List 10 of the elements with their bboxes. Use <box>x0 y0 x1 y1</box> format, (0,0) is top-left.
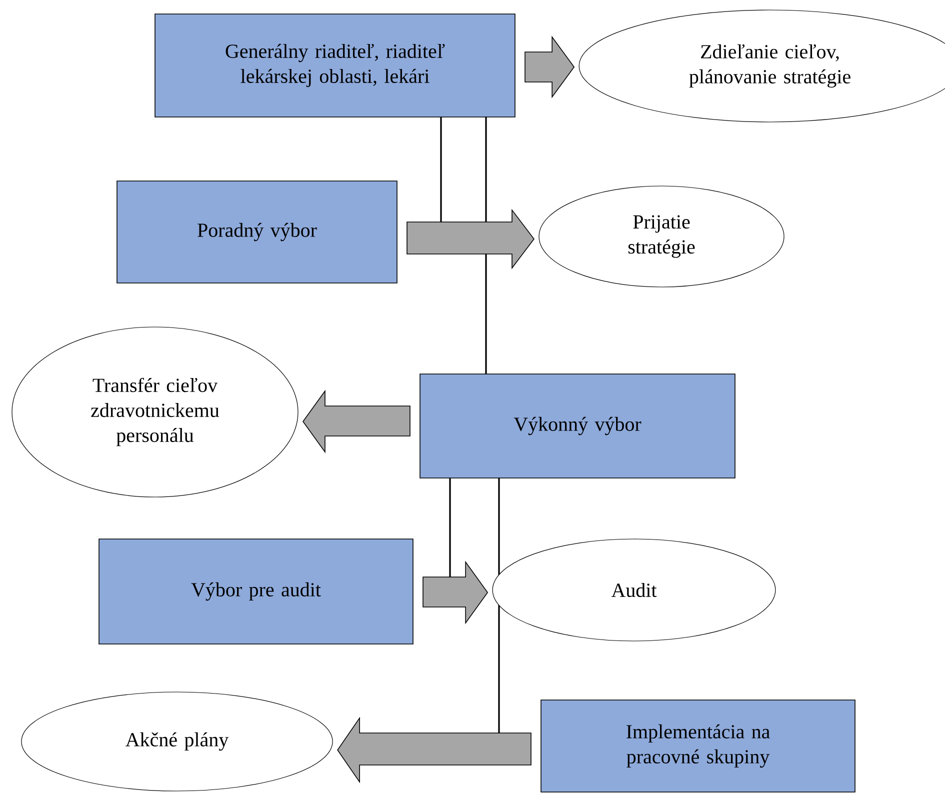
block-arrow <box>422 560 488 624</box>
block-arrow <box>406 208 534 270</box>
block-arrow <box>337 716 532 784</box>
block-arrow <box>302 390 410 454</box>
process-box: Implementácia na pracovné skupiny <box>540 700 856 792</box>
process-box: Poradný výbor <box>116 180 398 284</box>
block-arrow <box>524 36 575 98</box>
process-box: Generálny riaditeľ, riaditeľ lekárskej oblasti, lekári <box>154 14 516 118</box>
process-box: Výbor pre audit <box>98 538 414 644</box>
process-box: Výkonný výbor <box>420 374 736 478</box>
